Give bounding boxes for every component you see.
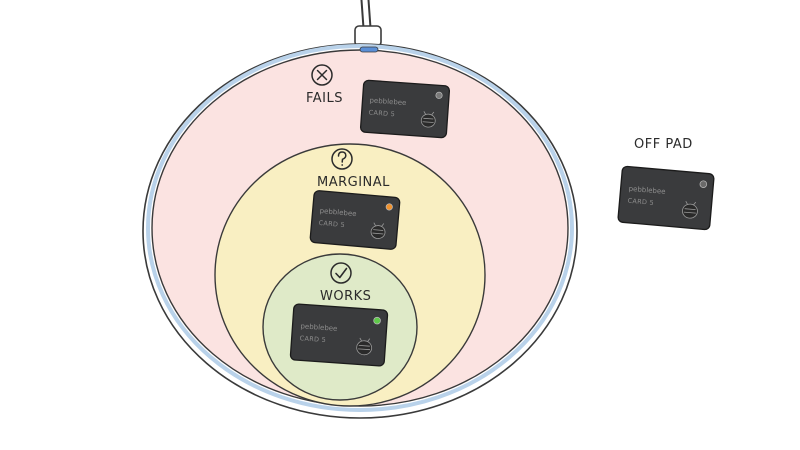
question-circle-icon xyxy=(331,148,353,170)
marginal-label: MARGINAL xyxy=(317,175,390,190)
card-works: pebblebee CARD 5 xyxy=(289,303,389,367)
card-marginal: pebblebee CARD 5 xyxy=(309,190,401,250)
check-circle-icon xyxy=(330,262,352,284)
card-brand: pebblebee xyxy=(369,97,406,108)
card-model: CARD 5 xyxy=(627,197,654,207)
bee-icon xyxy=(682,201,698,219)
pad-indicator xyxy=(359,46,379,53)
card-model: CARD 5 xyxy=(368,108,395,118)
card-led xyxy=(435,91,443,99)
card-led xyxy=(373,316,381,325)
power-cable xyxy=(354,0,382,47)
card-brand: pebblebee xyxy=(628,185,666,196)
card-led xyxy=(699,180,708,188)
x-circle-icon xyxy=(311,64,333,86)
bee-icon xyxy=(356,337,373,356)
works-label: WORKS xyxy=(320,289,371,304)
card-brand: pebblebee xyxy=(300,322,337,333)
card-model: CARD 5 xyxy=(318,219,345,229)
off-pad-label: OFF PAD xyxy=(634,137,693,152)
bee-icon xyxy=(370,222,386,239)
pad-rim xyxy=(146,44,574,412)
card-off-pad: pebblebee CARD 5 xyxy=(617,165,715,231)
bee-icon xyxy=(420,111,436,128)
card-fails: pebblebee CARD 5 xyxy=(359,79,451,139)
card-brand: pebblebee xyxy=(319,207,357,218)
card-model: CARD 5 xyxy=(299,334,326,344)
card-led xyxy=(385,203,393,211)
fails-label: FAILS xyxy=(306,91,343,106)
